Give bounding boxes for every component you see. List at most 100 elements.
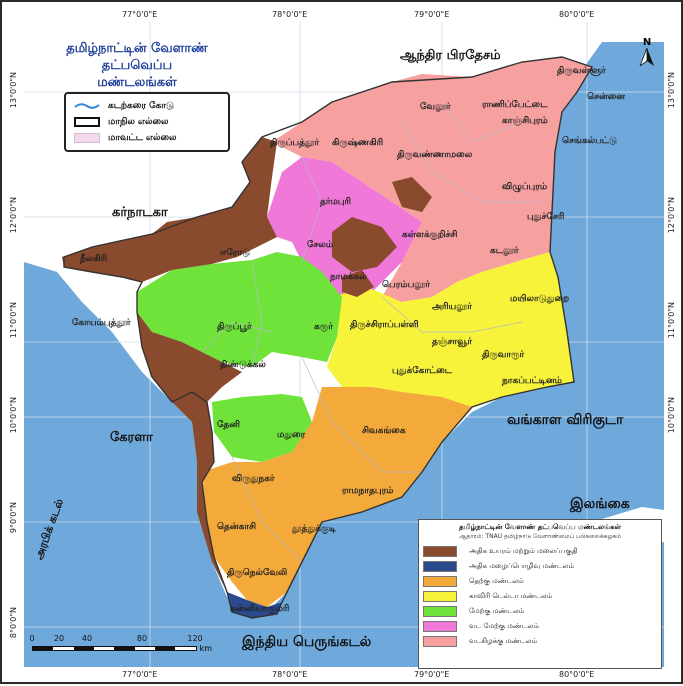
- place-label: திருவாரூர்: [482, 350, 525, 360]
- zone-legend: தமிழ்நாட்டின் வேளாண் தட்பவெப்ப மண்டலங்கள…: [418, 519, 662, 669]
- place-label: நீலகிரி: [80, 254, 108, 264]
- north-arrow-icon: N: [634, 37, 660, 68]
- place-label: சென்னை: [587, 92, 625, 102]
- zone-legend-title: தமிழ்நாட்டின் வேளாண் தட்பவெப்ப மண்டலங்கள…: [459, 523, 621, 531]
- place-label: மயிலாடுதுறை: [510, 294, 570, 304]
- lon-label: 78°0'0"E: [272, 670, 308, 679]
- state-boundary-icon: [74, 117, 100, 127]
- lon-label: 77°0'0"E: [122, 10, 158, 19]
- zone-swatch: [423, 636, 457, 647]
- place-label: ராமநாதபுரம்: [342, 486, 394, 496]
- zone-hilly-shevaroy: [332, 217, 397, 272]
- boundary-legend: கடற்கரை கோடு மாநில எல்லை மாவட்ட எல்லை: [64, 92, 230, 152]
- place-label: கரூர்: [314, 322, 333, 332]
- coast-line-icon: [74, 103, 100, 109]
- zone-legend-subtitle: ஆதாரம்: TNAU தமிழ்நாடு வேளாண்மைப் பல்கலை…: [458, 533, 622, 540]
- scale-bar: 0 20 40 80 120 km: [29, 634, 212, 653]
- zone-swatch: [423, 606, 457, 617]
- legend-label: கடற்கரை கோடு: [108, 100, 174, 111]
- map-title-line1: தமிழ்நாட்டின் வேளாண் தட்பவெப்ப: [66, 41, 208, 73]
- legend-row-coast: கடற்கரை கோடு: [74, 98, 220, 114]
- map-title: தமிழ்நாட்டின் வேளாண் தட்பவெப்ப மண்டலங்கள…: [32, 40, 242, 91]
- lon-label: 80°0'0"E: [559, 670, 595, 679]
- label-srilanka: இலங்கை: [570, 496, 630, 512]
- zone-label: வட மேற்கு மண்டலம்: [469, 622, 539, 630]
- place-label: செங்கல்பட்டு: [562, 136, 617, 146]
- place-label: விருதுநகர்: [232, 474, 275, 484]
- scale-line: [32, 646, 197, 651]
- legend-label: மாவட்ட எல்லை: [108, 132, 177, 143]
- lat-label: 12°0'0"N: [667, 197, 676, 234]
- place-label: திருவண்ணாமலை: [397, 150, 473, 160]
- place-label: ஈரோடு: [220, 248, 251, 258]
- zone-swatch: [423, 591, 457, 602]
- zone-hilly-javadi: [392, 177, 432, 212]
- lat-label: 8°0'0"N: [9, 607, 18, 639]
- place-label: நாகப்பட்டினம்: [502, 376, 562, 386]
- place-label: திருச்சிராப்பள்ளி: [350, 320, 419, 330]
- place-label: கடலூர்: [490, 246, 519, 256]
- label-kerala: கேரளா: [110, 430, 153, 445]
- place-label: கள்ளக்குறிச்சி: [402, 230, 458, 240]
- lon-label: 79°0'0"E: [414, 10, 450, 19]
- place-label: திருப்பூர்: [217, 322, 252, 332]
- place-label: ராணிப்பேட்டை: [482, 100, 548, 110]
- place-label: திருநெல்வேலி: [227, 568, 288, 578]
- place-label: கிருஷ்ணகிரி: [332, 138, 384, 148]
- lat-label: 10°0'0"N: [667, 397, 676, 434]
- zone-legend-row: மேற்கு மண்டலம்: [423, 604, 657, 619]
- label-karnataka: கர்நாடகா: [112, 205, 168, 220]
- place-label: திருப்பத்தூர்: [270, 138, 320, 148]
- place-label: விழுப்புரம்: [502, 182, 548, 192]
- scale-tick: 80: [136, 634, 148, 643]
- scale-tick: 40: [81, 634, 93, 643]
- zone-high-rainfall: [227, 592, 282, 618]
- zone-southern: [202, 387, 472, 607]
- district-boundary-icon: [74, 133, 100, 143]
- lon-label: 77°0'0"E: [122, 670, 158, 679]
- zone-legend-row: வட மேற்கு மண்டலம்: [423, 619, 657, 634]
- legend-row-district: மாவட்ட எல்லை: [74, 130, 220, 146]
- place-label: கோயம்புத்தூர்: [72, 318, 131, 328]
- zone-label: அதிக உயரம் மற்றும் மலைப்பகுதி: [469, 547, 578, 555]
- zone-western: [137, 252, 342, 367]
- legend-label: மாநில எல்லை: [108, 116, 169, 127]
- place-label: நாமக்கல்: [330, 272, 367, 282]
- zone-label: தெற்கு மண்டலம்: [469, 577, 524, 585]
- lat-label: 11°0'0"N: [9, 302, 18, 339]
- lat-label: 9°0'0"N: [9, 502, 18, 534]
- zone-legend-row: அதிக உயரம் மற்றும் மலைப்பகுதி: [423, 544, 657, 559]
- lat-label: 10°0'0"N: [9, 397, 18, 434]
- place-label: தூத்துக்குடி: [292, 524, 337, 534]
- place-label: திருவள்ளூர்: [557, 66, 606, 76]
- place-label: பெரம்பலூர்: [382, 280, 431, 290]
- lon-label: 79°0'0"E: [414, 670, 450, 679]
- zone-legend-row: தெற்கு மண்டலம்: [423, 574, 657, 589]
- place-label: கன்னியாகுமரி: [230, 604, 290, 614]
- place-label: தேனி: [217, 420, 241, 430]
- zone-hilly-ghats: [137, 312, 242, 592]
- place-label: காஞ்சிபுரம்: [502, 116, 548, 126]
- lat-label: 12°0'0"N: [9, 197, 18, 234]
- label-bay-of-bengal: வங்காள விரிகுடா: [507, 412, 624, 428]
- zone-label: அதிக மழைப்பொழிவு மண்டலம்: [469, 562, 574, 570]
- zone-hilly-kolli: [342, 270, 374, 297]
- zone-western-south: [212, 394, 312, 462]
- scale-ticks: 0 20 40 80 120: [29, 634, 212, 644]
- north-label: N: [642, 37, 652, 48]
- zone-swatch: [423, 561, 457, 572]
- zone-hilly: [62, 137, 277, 282]
- zone-swatch: [423, 546, 457, 557]
- scale-tick: 0: [29, 634, 35, 643]
- scale-unit: km: [199, 644, 212, 653]
- zone-north-east: [272, 57, 592, 302]
- zone-legend-row: வடகிழக்கு மண்டலம்: [423, 634, 657, 649]
- state-boundary: [63, 56, 594, 619]
- zone-swatch: [423, 576, 457, 587]
- place-label: திண்டுக்கல்: [220, 360, 266, 370]
- place-label: வேலூர்: [420, 102, 451, 112]
- lat-label: 13°0'0"N: [9, 72, 18, 109]
- place-label: தர்மபுரி: [320, 197, 351, 207]
- zone-label: காவிரி டெல்டா மண்டலம்: [469, 592, 553, 600]
